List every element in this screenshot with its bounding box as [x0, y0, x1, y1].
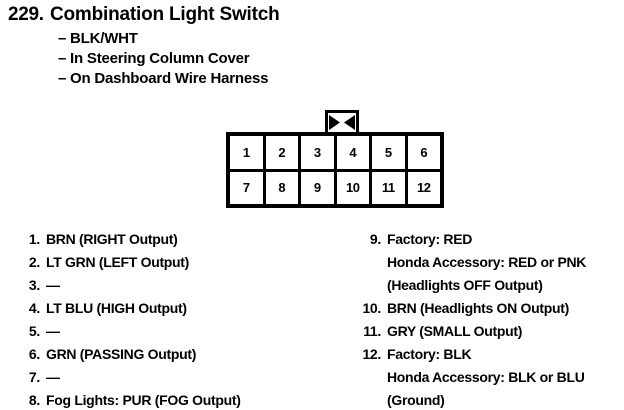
header-bullet: – On Dashboard Wire Harness [58, 69, 608, 89]
pin-description-text: LT BLU (HIGH Output) [40, 297, 344, 320]
pin-description-text: GRN (PASSING Output) [40, 343, 344, 366]
desc-line: Honda Accessory: RED or PNK [387, 254, 587, 270]
bowtie-latch-icon [325, 110, 359, 132]
pin-description-text: GRY (SMALL Output) [381, 320, 620, 343]
pin-cell-3[interactable]: 3 [301, 136, 334, 169]
desc-line: (Headlights OFF Output) [387, 277, 543, 293]
pin-description-text: — [40, 320, 344, 343]
pin-description-6: 6. GRN (PASSING Output) [14, 343, 344, 366]
pin-description-11: 11. GRY (SMALL Output) [355, 320, 620, 343]
pin-cell-6[interactable]: 6 [407, 136, 440, 169]
desc-line: LT BLU (HIGH Output) [46, 300, 187, 316]
pin-description-7: 7. — [14, 366, 344, 389]
pin-description-list-left: 1. BRN (RIGHT Output) 2. LT GRN (LEFT Ou… [14, 228, 344, 410]
pin-number: 12. [362, 346, 381, 362]
pin-description-text: BRN (RIGHT Output) [40, 228, 344, 251]
bullet-text: BLK/WHT [70, 30, 138, 47]
pin-number: 7. [28, 369, 40, 385]
pin-description-10: 10. BRN (Headlights ON Output) [355, 297, 620, 320]
pin-cell-2[interactable]: 2 [265, 136, 298, 169]
desc-line: — [46, 369, 60, 385]
bullet-text: In Steering Column Cover [70, 50, 250, 67]
desc-line: — [46, 277, 60, 293]
pin-cell-5[interactable]: 5 [372, 136, 405, 169]
desc-line: Fog Lights: PUR (FOG Output) [46, 392, 241, 408]
pin-number: 9. [369, 231, 381, 247]
desc-line: BRN (Headlights ON Output) [387, 300, 569, 316]
pin-description-text: Fog Lights: PUR (FOG Output) [40, 389, 344, 410]
page-header: 229. Combination Light Switch – BLK/WHT … [8, 4, 608, 89]
pin-cell-11[interactable]: 11 [372, 171, 405, 204]
desc-line: Factory: BLK [387, 346, 472, 362]
pin-description-text: — [40, 274, 344, 297]
pin-row-top: 1 2 3 4 5 6 [230, 136, 440, 169]
pin-description-text: LT GRN (LEFT Output) [40, 251, 344, 274]
header-bullet-list: – BLK/WHT – In Steering Column Cover – O… [8, 29, 608, 89]
pin-cell-1[interactable]: 1 [230, 136, 263, 169]
desc-line: GRN (PASSING Output) [46, 346, 197, 362]
desc-line: Factory: RED [387, 231, 473, 247]
bullet-dash-icon: – [58, 50, 67, 67]
connector-pin-grid: 1 2 3 4 5 6 7 8 9 10 11 12 [226, 132, 444, 208]
pin-number: 6. [28, 346, 40, 362]
pin-description-4: 4. LT BLU (HIGH Output) [14, 297, 344, 320]
pin-cell-4[interactable]: 4 [336, 136, 369, 169]
pin-description-list-right: 9. Factory: RED Honda Accessory: RED or … [355, 228, 620, 410]
page-title-row: 229. Combination Light Switch [8, 4, 608, 26]
bullet-dash-icon: – [58, 70, 67, 87]
pin-description-5: 5. — [14, 320, 344, 343]
pin-number: 11. [363, 323, 381, 339]
pin-number: 10. [362, 300, 381, 316]
pin-description-9: 9. Factory: RED Honda Accessory: RED or … [355, 228, 620, 297]
bullet-text: On Dashboard Wire Harness [70, 70, 269, 87]
pin-number: 3. [28, 277, 40, 293]
pin-description-8: 8. Fog Lights: PUR (FOG Output) [14, 389, 344, 410]
pin-cell-12[interactable]: 12 [407, 171, 440, 204]
header-bullet: – In Steering Column Cover [58, 49, 608, 69]
pin-number: 2. [28, 254, 40, 270]
pin-row-bottom: 7 8 9 10 11 12 [230, 171, 440, 204]
desc-line: (Ground) [387, 392, 445, 408]
desc-line: BRN (RIGHT Output) [46, 231, 178, 247]
page-title: Combination Light Switch [50, 4, 280, 25]
pin-cell-10[interactable]: 10 [336, 171, 369, 204]
desc-line: GRY (SMALL Output) [387, 323, 523, 339]
pin-number: 5. [28, 323, 40, 339]
pin-description-text: Factory: BLK Honda Accessory: BLK or BLU… [381, 343, 620, 410]
desc-line: — [46, 323, 60, 339]
pin-description-12: 12. Factory: BLK Honda Accessory: BLK or… [355, 343, 620, 410]
pin-cell-8[interactable]: 8 [265, 171, 298, 204]
bullet-dash-icon: – [58, 30, 67, 47]
pin-description-2: 2. LT GRN (LEFT Output) [14, 251, 344, 274]
pin-cell-9[interactable]: 9 [301, 171, 334, 204]
pin-number: 8. [28, 392, 40, 408]
pin-description-3: 3. — [14, 274, 344, 297]
pin-cell-7[interactable]: 7 [230, 171, 263, 204]
pin-description-text: BRN (Headlights ON Output) [381, 297, 620, 320]
pin-description-1: 1. BRN (RIGHT Output) [14, 228, 344, 251]
desc-line: LT GRN (LEFT Output) [46, 254, 190, 270]
pin-description-text: Factory: RED Honda Accessory: RED or PNK… [381, 228, 620, 297]
pin-number: 4. [28, 300, 40, 316]
desc-line: Honda Accessory: BLK or BLU [387, 369, 585, 385]
entry-number: 229. [8, 4, 44, 25]
pin-description-text: — [40, 366, 344, 389]
header-bullet: – BLK/WHT [58, 29, 608, 49]
pin-number: 1. [28, 231, 40, 247]
